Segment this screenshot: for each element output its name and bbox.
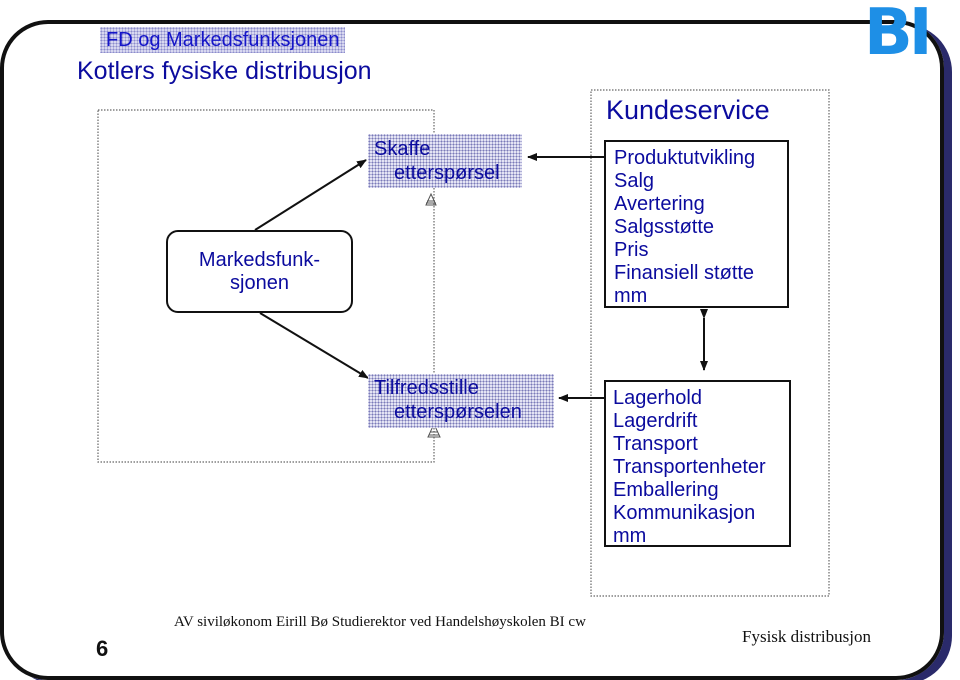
marketing-item: Produktutvikling <box>614 147 756 169</box>
footer-section: Fysisk distribusjon <box>742 627 871 646</box>
feedback-loop-frame <box>97 109 435 463</box>
marketing-item: mm <box>614 285 648 307</box>
demand-fulfil-node: Tilfredsstille etterspørselen <box>368 374 554 428</box>
logistics-item: Lagerdrift <box>613 410 698 432</box>
marketing-services-box: Produktutvikling Salg Avertering Salgsst… <box>604 140 789 308</box>
logistics-item: Lagerhold <box>613 387 702 409</box>
diagram-connectors <box>97 89 830 597</box>
logistics-item: Transport <box>613 433 698 455</box>
logistics-item: mm <box>613 525 647 547</box>
logistics-item: Transportenheter <box>613 456 766 478</box>
demand-fulfil-line-2: etterspørselen <box>394 401 522 423</box>
hatched-arrow-demand-create <box>425 192 437 206</box>
marketing-item: Avertering <box>614 193 705 215</box>
marketing-function-node: Markedsfunk- sjonen <box>166 230 353 313</box>
arrow-to-demand-fulfil <box>259 312 369 379</box>
demand-create-line-2: etterspørsel <box>394 162 500 184</box>
marketing-item: Finansiell støtte <box>614 262 755 284</box>
marketing-item: Pris <box>614 239 649 261</box>
demand-create-line-1: Skaffe <box>374 138 431 160</box>
section-tag: FD og Markedsfunksjonen <box>100 27 346 53</box>
logistics-item: Kommunikasjon <box>613 502 756 524</box>
page-number: 6 <box>96 636 109 661</box>
logistics-services-box: Lagerhold Lagerdrift Transport Transport… <box>604 380 791 547</box>
arrow-to-demand-create <box>254 159 367 231</box>
customer-service-heading: Kundeservice <box>606 95 770 125</box>
center-node-line-2: sjonen <box>230 271 289 294</box>
marketing-item: Salg <box>614 170 655 192</box>
logistics-item: Emballering <box>613 479 719 501</box>
center-node-line-1: Markedsfunk- <box>198 248 321 271</box>
demand-fulfil-line-1: Tilfredsstille <box>374 377 479 399</box>
demand-create-node: Skaffe etterspørsel <box>368 134 522 188</box>
bi-logo: BI <box>864 0 933 70</box>
marketing-item: Salgsstøtte <box>614 216 715 238</box>
footer-credit: AV siviløkonom Eirill Bø Studierektor ve… <box>174 614 586 630</box>
hatched-arrow-demand-fulfil <box>427 422 441 438</box>
slide-title: Kotlers fysiske distribusjon <box>77 57 372 85</box>
